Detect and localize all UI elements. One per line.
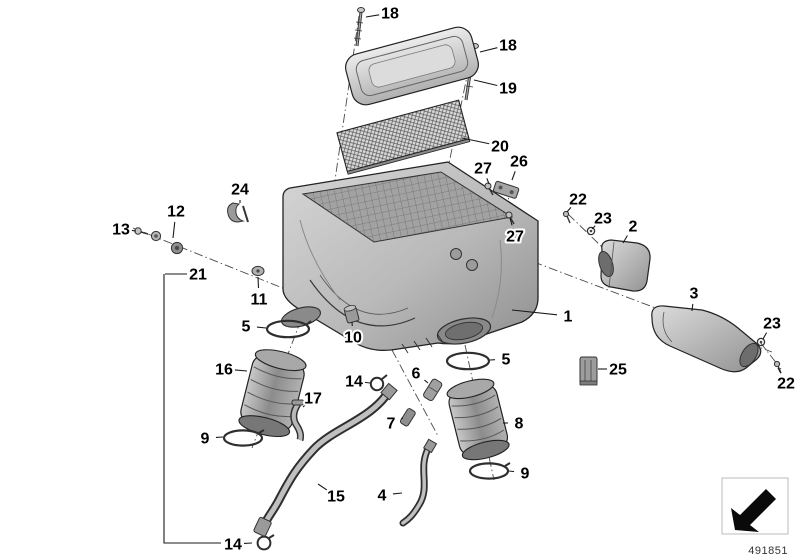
callout-15: 15 <box>327 489 345 506</box>
rubber-grommet-large <box>170 241 184 255</box>
callout-10: 10 <box>344 330 362 347</box>
duct-washer-right <box>756 337 766 347</box>
leader-line-22 <box>777 367 782 374</box>
vent-elbow <box>290 399 305 442</box>
cover-screw-front <box>353 7 365 47</box>
callout-5: 5 <box>502 352 511 369</box>
rubber-grommet-small <box>150 230 162 242</box>
callout-1: 1 <box>564 309 573 326</box>
spacer-bushing <box>343 305 360 324</box>
callout-19: 19 <box>499 81 517 98</box>
leader-line-20 <box>461 137 490 145</box>
callout-8: 8 <box>515 416 524 433</box>
callout-12: 12 <box>167 204 185 221</box>
callout-18: 18 <box>381 6 399 23</box>
leader-line-15 <box>317 483 328 491</box>
callout-16: 16 <box>215 362 233 379</box>
intake-bellows-left <box>238 349 307 438</box>
callout-23: 23 <box>594 211 612 228</box>
sealing-ring-right <box>445 351 491 371</box>
callout-18: 18 <box>499 38 517 55</box>
air-filter-housing <box>280 161 539 354</box>
leader-line-27 <box>486 178 490 185</box>
leader-line-17 <box>302 404 306 408</box>
callout-20: 20 <box>491 139 509 156</box>
callout-4: 4 <box>378 488 387 505</box>
leader-line-23 <box>762 332 768 340</box>
intake-duct-small <box>598 239 651 292</box>
bracket-screw-lower <box>505 211 515 225</box>
leader-line-2 <box>622 235 628 244</box>
duct-screw-left <box>562 210 571 224</box>
callout-13: 13 <box>112 222 130 239</box>
leader-line-26 <box>511 171 516 181</box>
bracket-leader-line <box>163 274 221 544</box>
callout-17: 17 <box>304 391 322 408</box>
duct-washer-left <box>586 226 596 236</box>
callout-23: 23 <box>763 316 781 333</box>
intake-duct-large <box>651 305 762 373</box>
callout-3: 3 <box>690 286 699 303</box>
drain-union <box>399 408 416 427</box>
callout-2: 2 <box>629 219 638 236</box>
leader-line-13 <box>131 229 137 232</box>
direction-arrow-icon <box>721 477 789 535</box>
leader-line-23 <box>591 225 596 230</box>
mount-screw <box>134 227 149 235</box>
leader-line-5 <box>256 326 267 329</box>
callout-9: 9 <box>521 466 530 483</box>
washer <box>251 265 265 277</box>
callout-27: 27 <box>506 229 524 246</box>
housing-cover <box>345 26 479 106</box>
hose-clamp-lower-left <box>222 429 265 447</box>
retaining-clip <box>227 202 249 223</box>
callout-25: 25 <box>609 362 627 379</box>
hose-clamp-small-upper <box>369 374 388 392</box>
callout-24: 24 <box>231 182 249 199</box>
hose-clamp-upper-left <box>265 319 312 339</box>
bracket-screw-upper <box>484 182 494 196</box>
leader-line-9 <box>508 470 515 473</box>
leader-line-14 <box>364 381 371 384</box>
callout-6: 6 <box>412 366 421 383</box>
filter-element <box>336 99 471 175</box>
leader-line-18 <box>479 47 498 53</box>
callout-5: 5 <box>242 319 251 336</box>
callout-26: 26 <box>510 154 528 171</box>
hose-clamp-small-lower <box>256 534 275 551</box>
leader-line-16 <box>234 369 248 372</box>
leader-line-22 <box>566 207 572 213</box>
leader-line-11 <box>257 276 260 289</box>
callout-11: 11 <box>251 292 268 309</box>
leader-line-27 <box>509 217 513 226</box>
callout-14: 14 <box>224 537 242 554</box>
leader-line-19 <box>473 79 498 87</box>
callout-21: 21 <box>189 267 207 284</box>
callout-14: 14 <box>345 374 363 391</box>
leader-line-3 <box>691 303 694 312</box>
vent-hose-short <box>399 438 438 527</box>
leader-line-1 <box>511 309 558 316</box>
holder-bracket <box>493 180 520 199</box>
leader-line-6 <box>424 379 429 384</box>
diagram-number: 491851 <box>748 545 788 557</box>
callout-7: 7 <box>387 416 396 433</box>
callout-22: 22 <box>777 376 795 393</box>
vent-hose-long <box>253 382 398 537</box>
intake-bellows-right <box>446 378 510 461</box>
leader-line-7 <box>400 417 404 420</box>
callout-22: 22 <box>569 192 587 209</box>
cable-clip <box>579 356 598 386</box>
leader-line-4 <box>392 492 403 495</box>
callout-9: 9 <box>201 431 210 448</box>
hose-clamp-lower-right <box>468 462 511 480</box>
leader-line-18 <box>365 14 380 18</box>
leader-line-12 <box>172 221 176 239</box>
drain-valve <box>423 378 443 402</box>
callout-27: 27 <box>474 161 492 178</box>
